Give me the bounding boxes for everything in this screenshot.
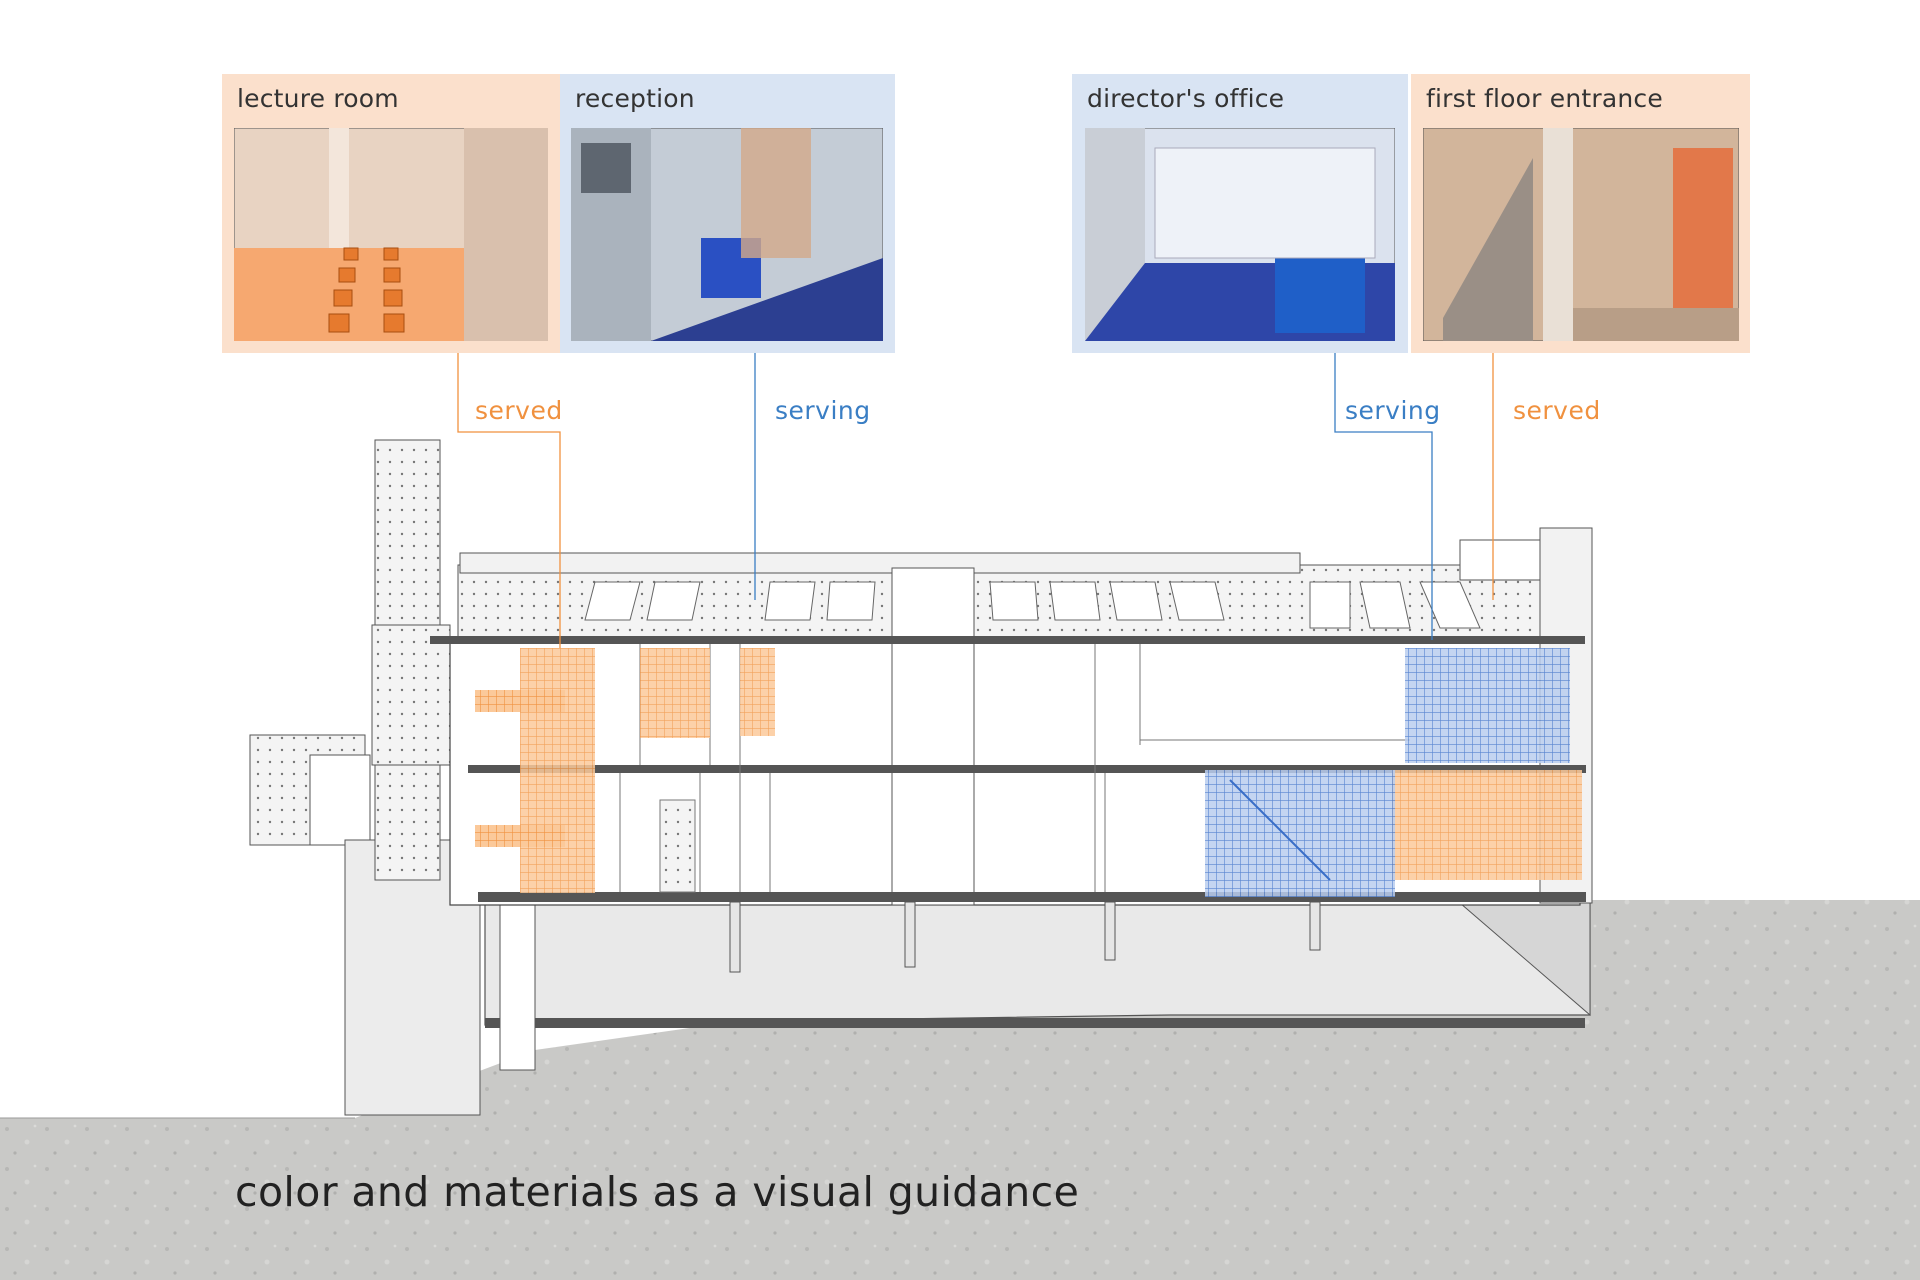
label-served-first-floor: served bbox=[1513, 396, 1601, 425]
left-annex bbox=[249, 439, 536, 1116]
panel-first-floor-entrance: first floor entrance bbox=[1411, 74, 1750, 353]
basement bbox=[484, 902, 1591, 1028]
directors-office-illustration bbox=[1085, 128, 1395, 341]
panel-title: lecture room bbox=[237, 84, 399, 113]
panel-title: first floor entrance bbox=[1426, 84, 1663, 113]
panel-title: reception bbox=[575, 84, 695, 113]
label-serving-directors-office: serving bbox=[1345, 396, 1441, 425]
first-floor-entrance-illustration bbox=[1423, 128, 1739, 341]
reception-illustration bbox=[571, 128, 883, 341]
panel-title: director's office bbox=[1087, 84, 1285, 113]
panel-directors-office: director's office bbox=[1072, 74, 1408, 353]
panel-lecture-room: lecture room bbox=[222, 74, 560, 353]
caption: color and materials as a visual guidance bbox=[235, 1168, 1080, 1216]
lecture-room-illustration bbox=[234, 128, 548, 341]
serving-zones bbox=[1205, 648, 1570, 897]
label-serving-reception: serving bbox=[775, 396, 871, 425]
leader-lines bbox=[457, 353, 1494, 648]
served-zones bbox=[475, 648, 1582, 893]
label-served-lecture: served bbox=[475, 396, 563, 425]
panel-reception: reception bbox=[560, 74, 895, 353]
